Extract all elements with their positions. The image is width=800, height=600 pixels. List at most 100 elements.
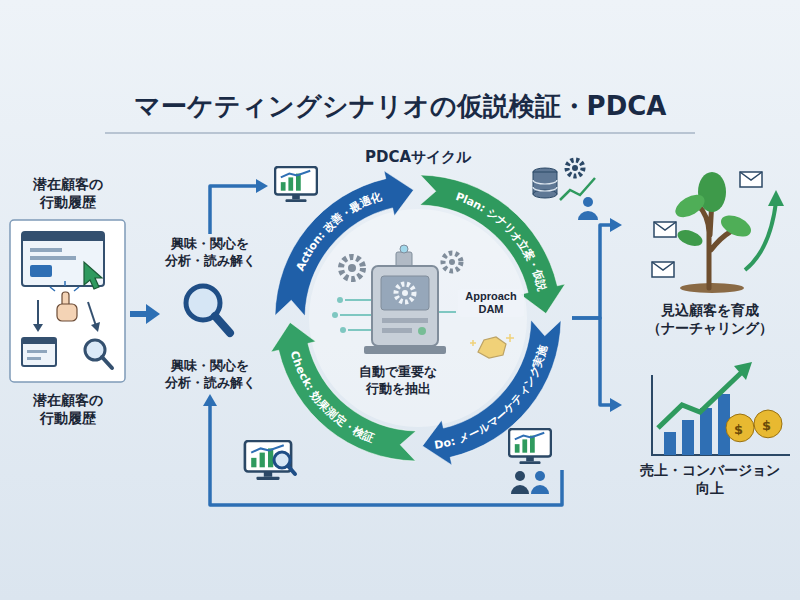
node-text: 興味・関心を 分析・読み解く <box>160 358 260 392</box>
history-panel <box>30 256 76 260</box>
history-panel <box>30 265 52 277</box>
currency-mark: $ <box>762 418 771 433</box>
history-panel <box>22 232 104 241</box>
history-panel <box>57 304 77 321</box>
history-panel <box>30 248 62 252</box>
history-panel <box>10 220 125 382</box>
data-icon <box>572 165 578 171</box>
cycle-step-label: Do: メールマーケティング実施 <box>433 343 550 452</box>
history-panel <box>37 300 39 326</box>
node-heading: 見込顧客を育成 （ナーチャリング） <box>627 301 793 337</box>
history-panel <box>10 220 125 382</box>
tree-illustration <box>698 200 730 288</box>
cycle-step-label: Check: 効果測定・検証 <box>288 349 377 444</box>
people-icon <box>511 485 529 494</box>
history-panel <box>33 324 43 332</box>
tree-illustration <box>652 172 784 293</box>
history-panel <box>88 302 96 326</box>
sales-chart <box>664 432 676 455</box>
title-underline <box>105 132 695 134</box>
tree-illustration <box>654 222 676 230</box>
history-panel <box>27 357 41 360</box>
extraction-engine: Approach DAM 自動で重要な 行動を抽出 <box>348 243 538 398</box>
pdca-cycle: Action: 改善・最適化 Plan: シナリオ立案・仮説 Do: メールマーケテ… <box>268 146 568 470</box>
arrow-head <box>203 394 217 406</box>
node-heading: 興味・関心を 分析・読み解く <box>160 236 260 270</box>
node-text: 潜在顧客の 行動履歴 <box>27 391 109 427</box>
cycle-step-label: Action: 改善・最適化 <box>294 189 384 272</box>
tree-illustration <box>654 222 676 237</box>
people-icon <box>535 471 545 481</box>
connector-line <box>210 186 257 234</box>
data-icon <box>533 160 598 220</box>
nurturing-node: 見込顧客を育成 （ナーチャリング） <box>622 165 798 337</box>
data-icon <box>533 180 557 191</box>
tree-illustration <box>768 190 784 206</box>
people-icon <box>515 471 525 481</box>
diagram-title: マーケティングシナリオの仮説検証・PDCA <box>0 90 800 124</box>
history-panel <box>22 338 56 366</box>
cycle-step-label: Plan: シナリオ立案・仮説 <box>454 190 549 293</box>
cycle-step-label: Action: 改善・最適化 <box>294 189 384 272</box>
tree-illustration <box>740 172 762 187</box>
magnifier-icon <box>288 466 295 474</box>
sales-chart <box>682 420 694 455</box>
arrow-head <box>256 179 268 193</box>
data-icon <box>583 197 593 207</box>
node-heading: 潜在顧客の 行動履歴 <box>27 175 109 211</box>
monitor-icon <box>275 167 317 202</box>
node-heading: Approach DAM <box>458 289 524 317</box>
data-icon <box>578 211 598 220</box>
cycle-backdrop <box>309 209 527 427</box>
magnifier-icon <box>274 452 295 474</box>
node-heading: 売上・コンバージョン 向上 <box>635 461 785 497</box>
people-icon <box>531 485 549 494</box>
magnifier-icon <box>186 286 230 333</box>
magnifier-icon <box>215 316 230 333</box>
tree-illustration <box>745 202 776 270</box>
cycle-step-label: Check: 効果測定・検証 <box>288 349 377 444</box>
arrow-head <box>610 398 622 412</box>
connector <box>210 179 268 234</box>
history-panel <box>102 357 112 368</box>
currency-mark: $ <box>734 422 743 437</box>
sales-chart <box>700 408 712 455</box>
sales-chart <box>652 362 790 455</box>
cycle-step-label: Plan: シナリオ立案・仮説 <box>454 190 549 293</box>
tree-illustration <box>680 283 744 293</box>
tree-illustration <box>740 172 762 180</box>
connector-line <box>572 225 611 318</box>
connector-line <box>572 318 611 405</box>
people-icon <box>511 471 549 494</box>
connector-line <box>130 311 147 317</box>
arrow-head <box>146 304 160 324</box>
history-panel <box>50 281 79 291</box>
analysis-node: 興味・関心を 分析・読み解く興味・関心を 分析・読み解く <box>160 236 260 392</box>
cycle-step-label: Do: メールマーケティング実施 <box>433 343 550 452</box>
sales-node: 売上・コンバージョン 向上 <box>622 355 798 497</box>
monitor-icon <box>245 441 291 480</box>
tree-illustration <box>652 172 762 277</box>
data-icon <box>567 160 583 176</box>
sales-chart <box>726 414 754 442</box>
tree-illustration <box>652 262 674 270</box>
connector <box>572 318 622 412</box>
history-node: 潜在顧客の 行動履歴潜在顧客の 行動履歴 <box>6 175 130 427</box>
node-heading: PDCAサイクル <box>365 148 471 168</box>
arrow-head <box>610 218 622 232</box>
cycle-arrow <box>422 320 561 465</box>
currency-mark: $ <box>762 415 771 435</box>
tree-illustration <box>672 190 709 222</box>
tree-illustration <box>675 227 704 249</box>
node-text: 自動で重要な 行動を抽出 <box>348 364 448 398</box>
history-panel <box>22 338 56 344</box>
cycle-arrow <box>275 171 414 316</box>
history-panel <box>91 322 100 332</box>
tree-illustration <box>718 211 755 241</box>
sales-chart <box>734 362 752 380</box>
history-panel <box>84 262 102 289</box>
history-panel <box>27 350 47 353</box>
currency-mark: $ <box>734 419 743 439</box>
tree-illustration <box>652 262 674 277</box>
